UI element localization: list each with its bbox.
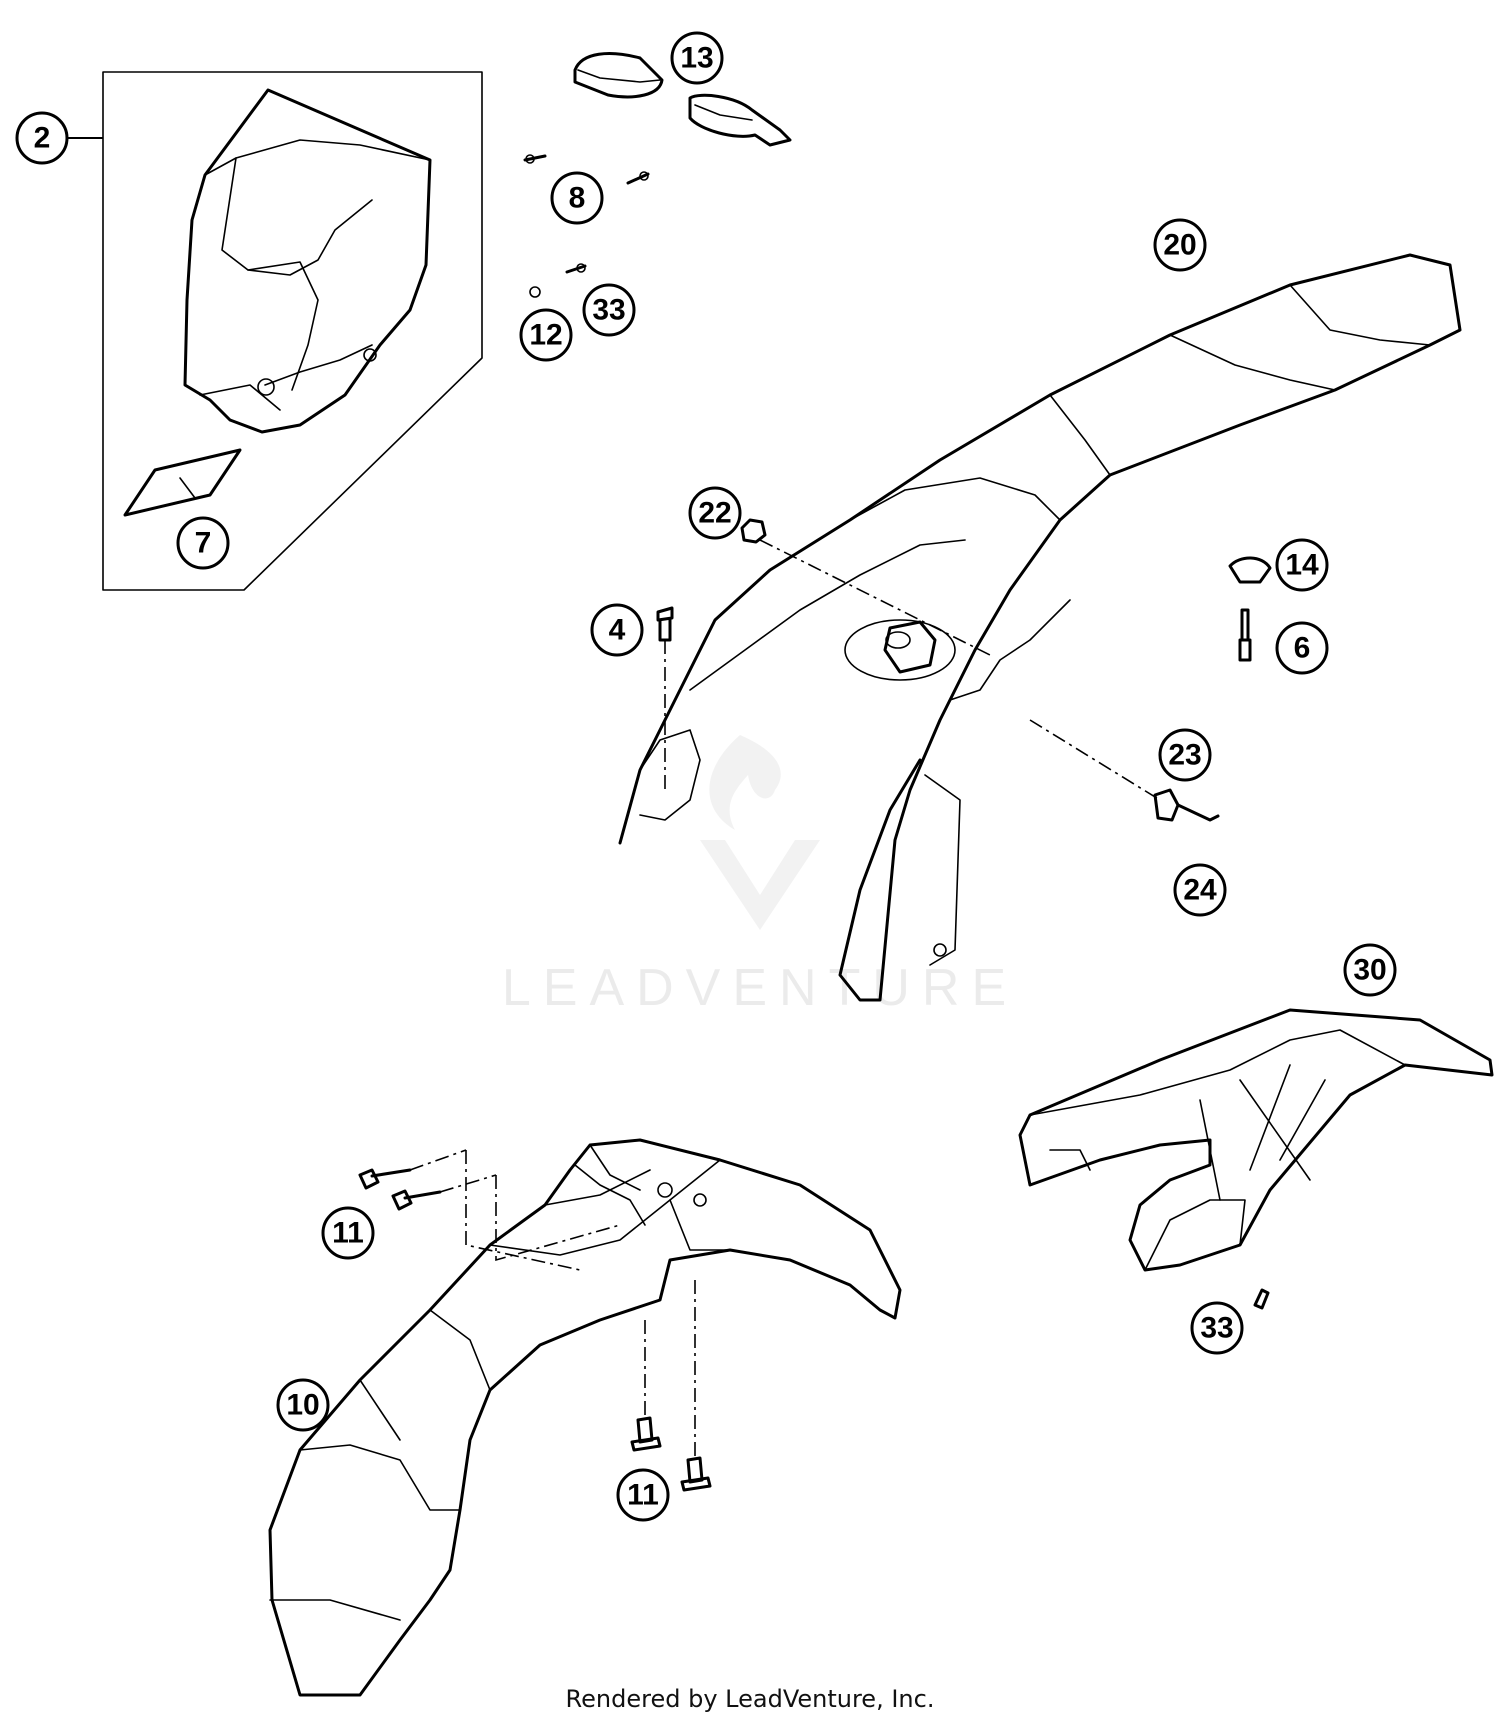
callout-6[interactable]: 6: [1275, 621, 1329, 675]
rear-fender-hardware: [656, 518, 1272, 822]
svg-text:8: 8: [569, 182, 586, 215]
watermark-text: LEADVENTURE: [502, 959, 1018, 1017]
svg-text:23: 23: [1168, 739, 1201, 772]
callout-7[interactable]: 7: [176, 516, 230, 570]
svg-text:14: 14: [1285, 549, 1319, 582]
svg-text:33: 33: [592, 294, 625, 327]
callout-11-upper[interactable]: 11: [321, 1206, 375, 1260]
svg-text:11: 11: [627, 1479, 659, 1512]
callout-24[interactable]: 24: [1173, 863, 1227, 917]
svg-text:10: 10: [286, 1389, 319, 1422]
svg-text:11: 11: [332, 1217, 364, 1250]
callout-33-upper[interactable]: 33: [582, 283, 636, 337]
svg-text:24: 24: [1183, 874, 1217, 907]
callout-33-lower[interactable]: 33: [1190, 1301, 1244, 1355]
callout-30[interactable]: 30: [1343, 943, 1397, 997]
svg-text:4: 4: [609, 614, 626, 647]
callout-13[interactable]: 13: [670, 31, 724, 85]
callout-4[interactable]: 4: [590, 603, 644, 657]
svg-text:20: 20: [1163, 229, 1196, 262]
small-screws: [523, 154, 650, 298]
svg-text:7: 7: [195, 527, 212, 560]
front-fender: [268, 1138, 902, 1697]
headlight-mask: [183, 88, 432, 434]
sticker: [123, 448, 242, 517]
callout-22[interactable]: 22: [688, 486, 742, 540]
callout-12[interactable]: 12: [519, 308, 573, 362]
callout-14[interactable]: 14: [1275, 538, 1329, 592]
watermark-logo: LEADVENTURE: [502, 735, 1018, 1017]
callout-10[interactable]: 10: [276, 1378, 330, 1432]
callout-11-lower[interactable]: 11: [616, 1468, 670, 1522]
svg-text:12: 12: [529, 319, 562, 352]
group-box: [102, 71, 483, 591]
handlebar-clamps: [573, 52, 792, 147]
svg-text:30: 30: [1353, 954, 1386, 987]
airbox-cover: [1018, 1008, 1494, 1272]
svg-text:22: 22: [698, 497, 731, 530]
callout-2[interactable]: 2: [15, 111, 69, 165]
footer-credit: Rendered by LeadVenture, Inc.: [565, 1685, 935, 1713]
rear-fender: [618, 253, 1462, 1002]
screw-33b: [1253, 1288, 1270, 1310]
svg-text:13: 13: [680, 42, 713, 75]
svg-text:33: 33: [1200, 1312, 1233, 1345]
callout-8[interactable]: 8: [550, 171, 604, 225]
front-fender-bolts: [358, 1149, 712, 1492]
callout-23[interactable]: 23: [1158, 728, 1212, 782]
svg-text:2: 2: [34, 122, 51, 155]
callout-20[interactable]: 20: [1153, 218, 1207, 272]
svg-text:6: 6: [1294, 632, 1311, 665]
